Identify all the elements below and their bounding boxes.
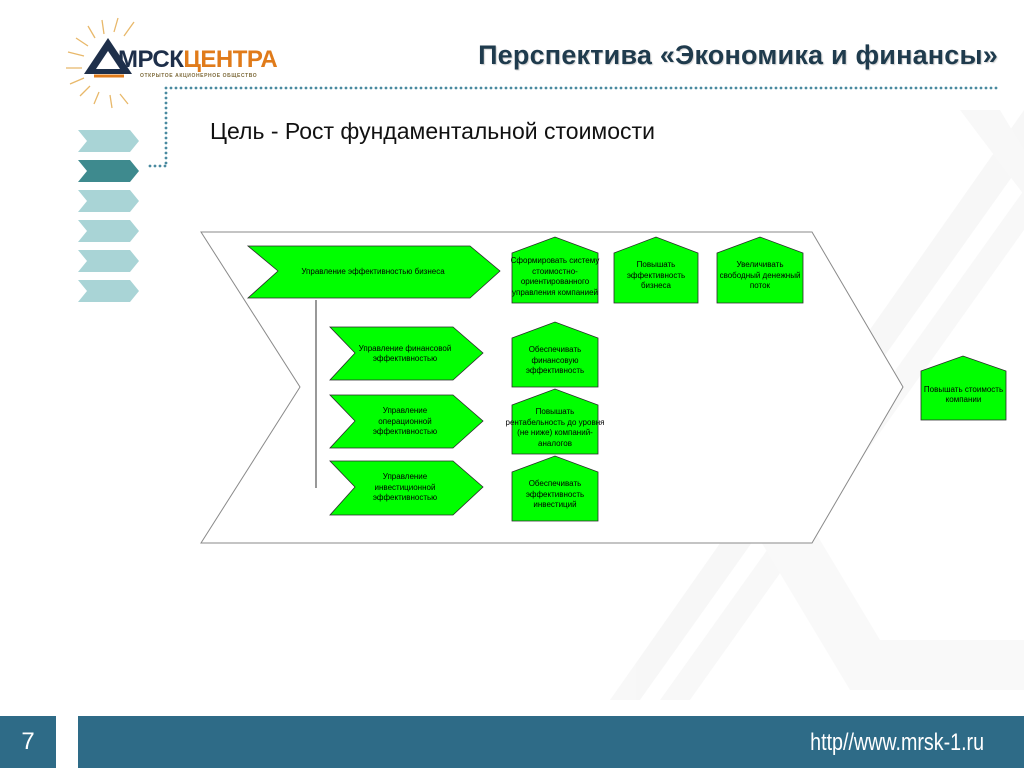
nav-chevron[interactable] xyxy=(78,160,139,182)
sub-process-chevron xyxy=(329,394,484,449)
goal-heading: Цель - Рост фундаментальной стоимости xyxy=(210,118,655,144)
logo-wordmark: МРСКЦЕНТРА xyxy=(118,46,278,74)
goal-pentagon xyxy=(716,236,804,304)
nav-chevrons xyxy=(78,130,139,302)
nav-chevron[interactable] xyxy=(78,250,139,272)
logo-subtitle: ОТКРЫТОЕ АКЦИОНЕРНОЕ ОБЩЕСТВО xyxy=(140,73,258,79)
nav-chevron[interactable] xyxy=(78,220,139,242)
page-number-box: 7 xyxy=(0,716,56,768)
nav-chevron[interactable] xyxy=(78,280,139,302)
goal-pentagon xyxy=(511,388,599,455)
logo-name-part2: ЦЕНТРА xyxy=(183,46,278,73)
sub-process-chevron xyxy=(329,460,484,516)
sub-process-chevron xyxy=(329,326,484,381)
main-process-chevron xyxy=(246,245,501,299)
goal-pentagon xyxy=(511,321,599,388)
goal-pentagon xyxy=(511,236,599,304)
footer-url[interactable]: http//www.mrsk-1.ru xyxy=(810,729,984,756)
nav-chevron[interactable] xyxy=(78,190,139,212)
nav-chevron[interactable] xyxy=(78,130,139,152)
logo-graphic xyxy=(66,17,135,109)
slide-title: Перспектива «Экономика и финансы» xyxy=(478,40,998,70)
result-pentagon xyxy=(920,355,1007,421)
footer-bar xyxy=(78,716,1024,768)
goal-pentagon xyxy=(613,236,699,304)
logo-name-part1: МРСК xyxy=(118,46,184,73)
goal-pentagon xyxy=(511,455,599,522)
page-number: 7 xyxy=(21,728,35,755)
dotted-divider xyxy=(148,86,998,168)
